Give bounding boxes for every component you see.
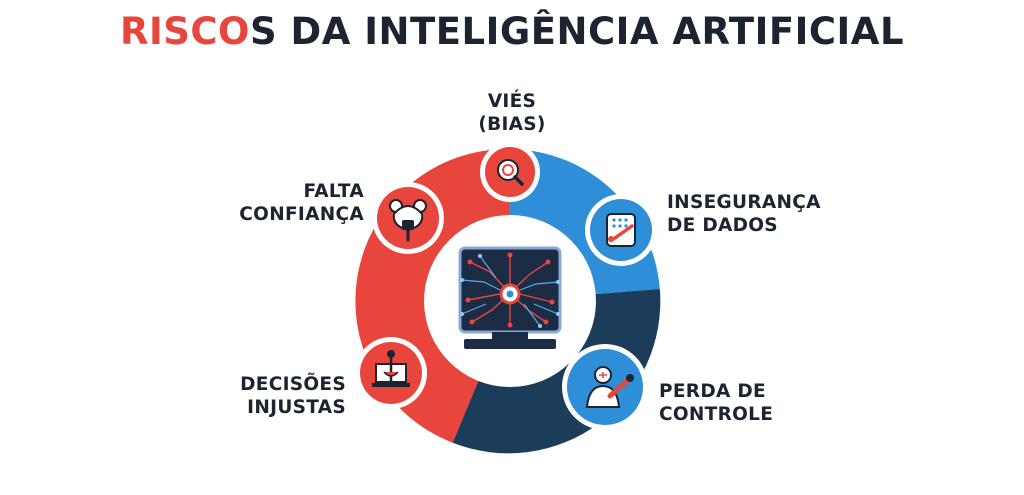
label-trust-line1: FALTA xyxy=(303,181,364,202)
label-control-line1: PERDA DE xyxy=(659,381,766,402)
person-robot-arm-icon xyxy=(585,366,634,408)
label-bias-line1: VIÉS xyxy=(487,91,537,112)
ai-chip-monitor-icon xyxy=(458,246,562,349)
title-highlight: RISCO xyxy=(119,10,250,53)
node-data xyxy=(585,194,657,266)
node-bias xyxy=(480,142,540,202)
justice-scale-icon xyxy=(372,350,410,387)
label-data: INSEGURANÇA DE DADOS xyxy=(667,191,847,237)
label-bias-line2: (BIAS) xyxy=(478,114,546,135)
page-title: RISCOS DA INTELIGÊNCIA ARTIFICIAL xyxy=(0,10,1024,53)
node-trust xyxy=(372,182,444,254)
magnifier-target-icon xyxy=(497,159,524,186)
data-breach-icon xyxy=(606,213,636,247)
label-bias: VIÉS (BIAS) xyxy=(440,90,584,136)
label-data-line2: DE DADOS xyxy=(667,215,778,236)
broken-trust-lock-icon xyxy=(389,199,427,242)
label-unfair-line2: INJUSTAS xyxy=(247,397,346,418)
title-rest: S DA INTELIGÊNCIA ARTIFICIAL xyxy=(249,10,905,53)
label-control: PERDA DE CONTROLE xyxy=(659,380,819,426)
label-trust-line2: CONFIANÇA xyxy=(239,204,364,225)
node-unfair xyxy=(355,337,427,409)
label-unfair-line1: DECISÕES xyxy=(240,374,346,395)
label-control-line2: CONTROLE xyxy=(659,404,774,425)
label-trust: FALTA CONFIANÇA xyxy=(224,180,364,226)
label-unfair: DECISÕES INJUSTAS xyxy=(206,373,346,419)
node-control xyxy=(562,344,648,430)
label-data-line1: INSEGURANÇA xyxy=(667,192,821,213)
